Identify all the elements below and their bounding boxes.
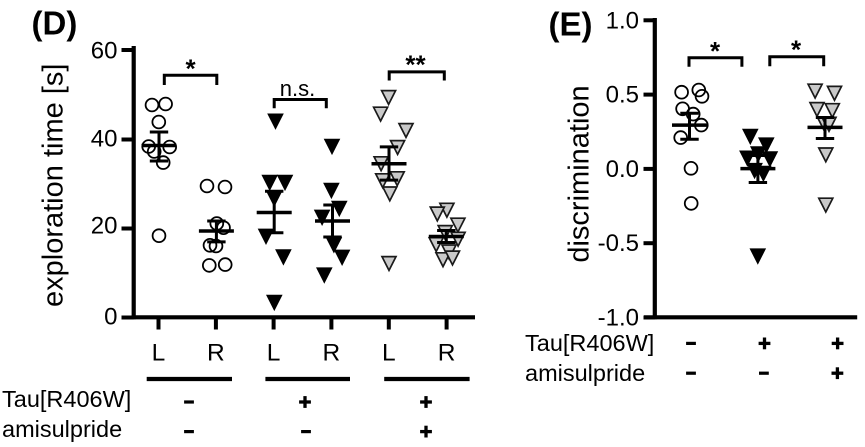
svg-text:*: * [185, 54, 196, 84]
svg-text:0: 0 [104, 304, 117, 331]
svg-text:-1.0: -1.0 [598, 305, 639, 332]
svg-text:R: R [323, 340, 341, 367]
svg-text:0.0: 0.0 [606, 156, 639, 183]
svg-text:n.s.: n.s. [280, 76, 315, 101]
svg-text:L: L [152, 340, 166, 367]
svg-text:L: L [267, 340, 281, 367]
svg-text:L: L [382, 340, 396, 367]
svg-text:Tau[R406W]: Tau[R406W] [525, 330, 654, 356]
svg-text:exploration time [s]: exploration time [s] [38, 64, 70, 307]
svg-text:*: * [791, 35, 802, 65]
svg-text:R: R [207, 340, 225, 367]
svg-text:60: 60 [91, 38, 118, 65]
svg-text:discrimination: discrimination [564, 85, 596, 262]
svg-text:1.0: 1.0 [606, 7, 639, 34]
svg-text:amisulpride: amisulpride [525, 360, 645, 386]
svg-text:(D): (D) [32, 4, 78, 41]
svg-text:**: ** [405, 50, 426, 80]
svg-text:40: 40 [91, 126, 118, 153]
svg-text:(E): (E) [549, 5, 593, 42]
svg-text:0.5: 0.5 [606, 82, 639, 109]
svg-text:-0.5: -0.5 [598, 230, 639, 257]
svg-text:20: 20 [91, 213, 118, 240]
svg-text:R: R [438, 340, 456, 367]
svg-text:amisulpride: amisulpride [2, 416, 122, 442]
svg-text:*: * [710, 36, 721, 66]
svg-text:Tau[R406W]: Tau[R406W] [2, 386, 131, 412]
